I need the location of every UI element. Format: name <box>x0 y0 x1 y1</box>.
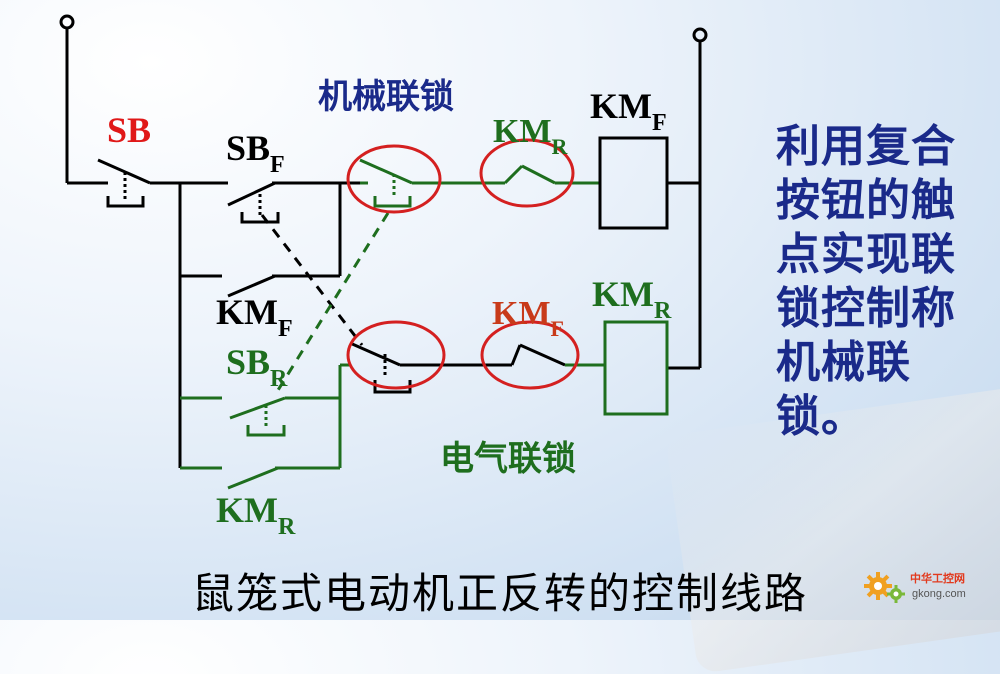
page-caption: 鼠笼式电动机正反转的控制线路 <box>191 569 808 618</box>
watermark-url: gkong.com <box>912 588 966 600</box>
side-explanation-text: 利用复合 按钮的触 点实现联 锁控制称 机械联 锁。 <box>776 120 981 444</box>
watermark-logo: 中华工控网 gkong.com <box>862 566 998 610</box>
right-terminal <box>692 27 708 368</box>
side-text-line: 锁。 <box>776 391 866 442</box>
gear-icon <box>864 572 905 603</box>
label-kmr-top: KMR <box>493 113 569 159</box>
label-sbr: SBR <box>226 342 288 392</box>
lower-electrical-ellipse <box>480 320 580 390</box>
label-kmf-coil: KMF <box>590 86 667 136</box>
watermark-title: 中华工控网 <box>910 572 965 585</box>
mechanical-link-black-dashed <box>260 214 364 346</box>
label-mechanical-interlock: 机械联锁 <box>318 77 454 117</box>
side-text-line: 点实现联 <box>776 229 956 280</box>
side-text-line: 机械联 <box>776 337 911 388</box>
upper-nc-contact-green <box>359 158 600 208</box>
kmr-coil <box>603 320 669 416</box>
main-wiring <box>178 181 700 468</box>
forward-start-button-sbf <box>222 181 280 224</box>
label-electrical-interlock: 电气联锁 <box>440 439 576 479</box>
lower-mechanical-ellipse <box>346 320 446 390</box>
kmf-coil <box>598 136 669 230</box>
upper-mechanical-ellipse <box>346 144 442 214</box>
label-sb: SB <box>107 110 151 150</box>
label-sbf: SBF <box>226 128 285 178</box>
upper-electrical-ellipse <box>479 138 575 208</box>
stop-button-sb <box>67 158 180 208</box>
kmf-holding-contact <box>227 274 276 298</box>
lower-nc-contact-black <box>349 341 566 394</box>
control-circuit-diagram: SB SBF 机械联锁 KMR KMF KMF SBR KMF KMR 电气联锁… <box>59 14 708 540</box>
reverse-wiring-green <box>180 363 605 470</box>
side-text-line: 锁控制称 <box>776 283 956 334</box>
reverse-start-button-sbr <box>229 396 286 437</box>
label-kmf-mid: KMF <box>492 295 564 341</box>
label-kmr-hold: KMR <box>216 490 296 540</box>
side-text-line: 按钮的触 <box>776 175 956 226</box>
label-kmf-hold: KMF <box>216 292 293 342</box>
side-text-line: 利用复合 <box>776 121 956 172</box>
label-kmr-coil: KMR <box>592 274 672 324</box>
left-terminal <box>59 14 75 183</box>
kmr-holding-contact <box>227 466 279 490</box>
